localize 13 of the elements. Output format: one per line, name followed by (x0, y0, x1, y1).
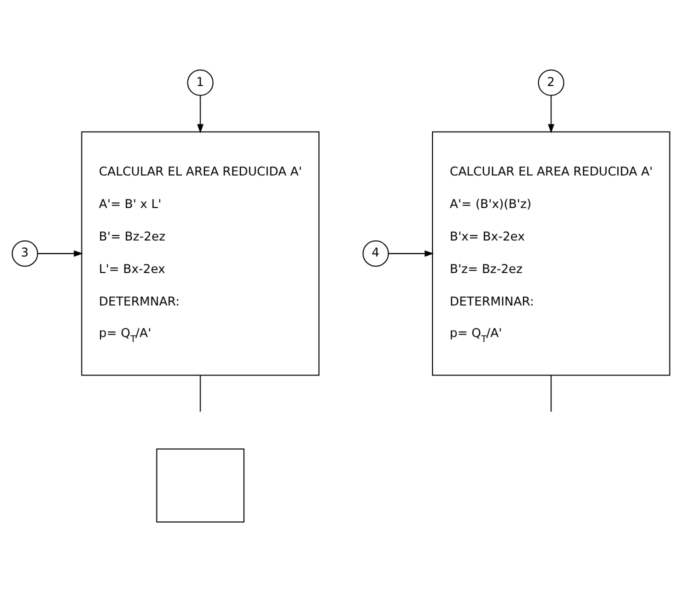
arrow (38, 250, 83, 257)
node-circle: 2 (538, 70, 564, 96)
node-circle: 4 (362, 240, 389, 267)
connector (550, 375, 552, 412)
arrow (548, 96, 554, 134)
node-box: CALCULAR EL AREA REDUCIDA A' A'= B' x L' B'= Bz-2ez L'= Bx-2ex DETERMNAR: p= Q$_{T}$/A' (81, 131, 320, 376)
connector (200, 375, 201, 412)
node-circle: 1 (187, 70, 214, 96)
arrow (388, 250, 434, 257)
node-box (156, 448, 244, 522)
arrow (197, 96, 204, 134)
node-circle: 3 (12, 240, 38, 267)
node-box: CALCULAR EL AREA REDUCIDA A' A'= (B'x)(B'z) B'x= Bx-2ex B'z= Bz-2ez DETERMINAR: p= Q$_{T}$/A' (432, 131, 670, 376)
